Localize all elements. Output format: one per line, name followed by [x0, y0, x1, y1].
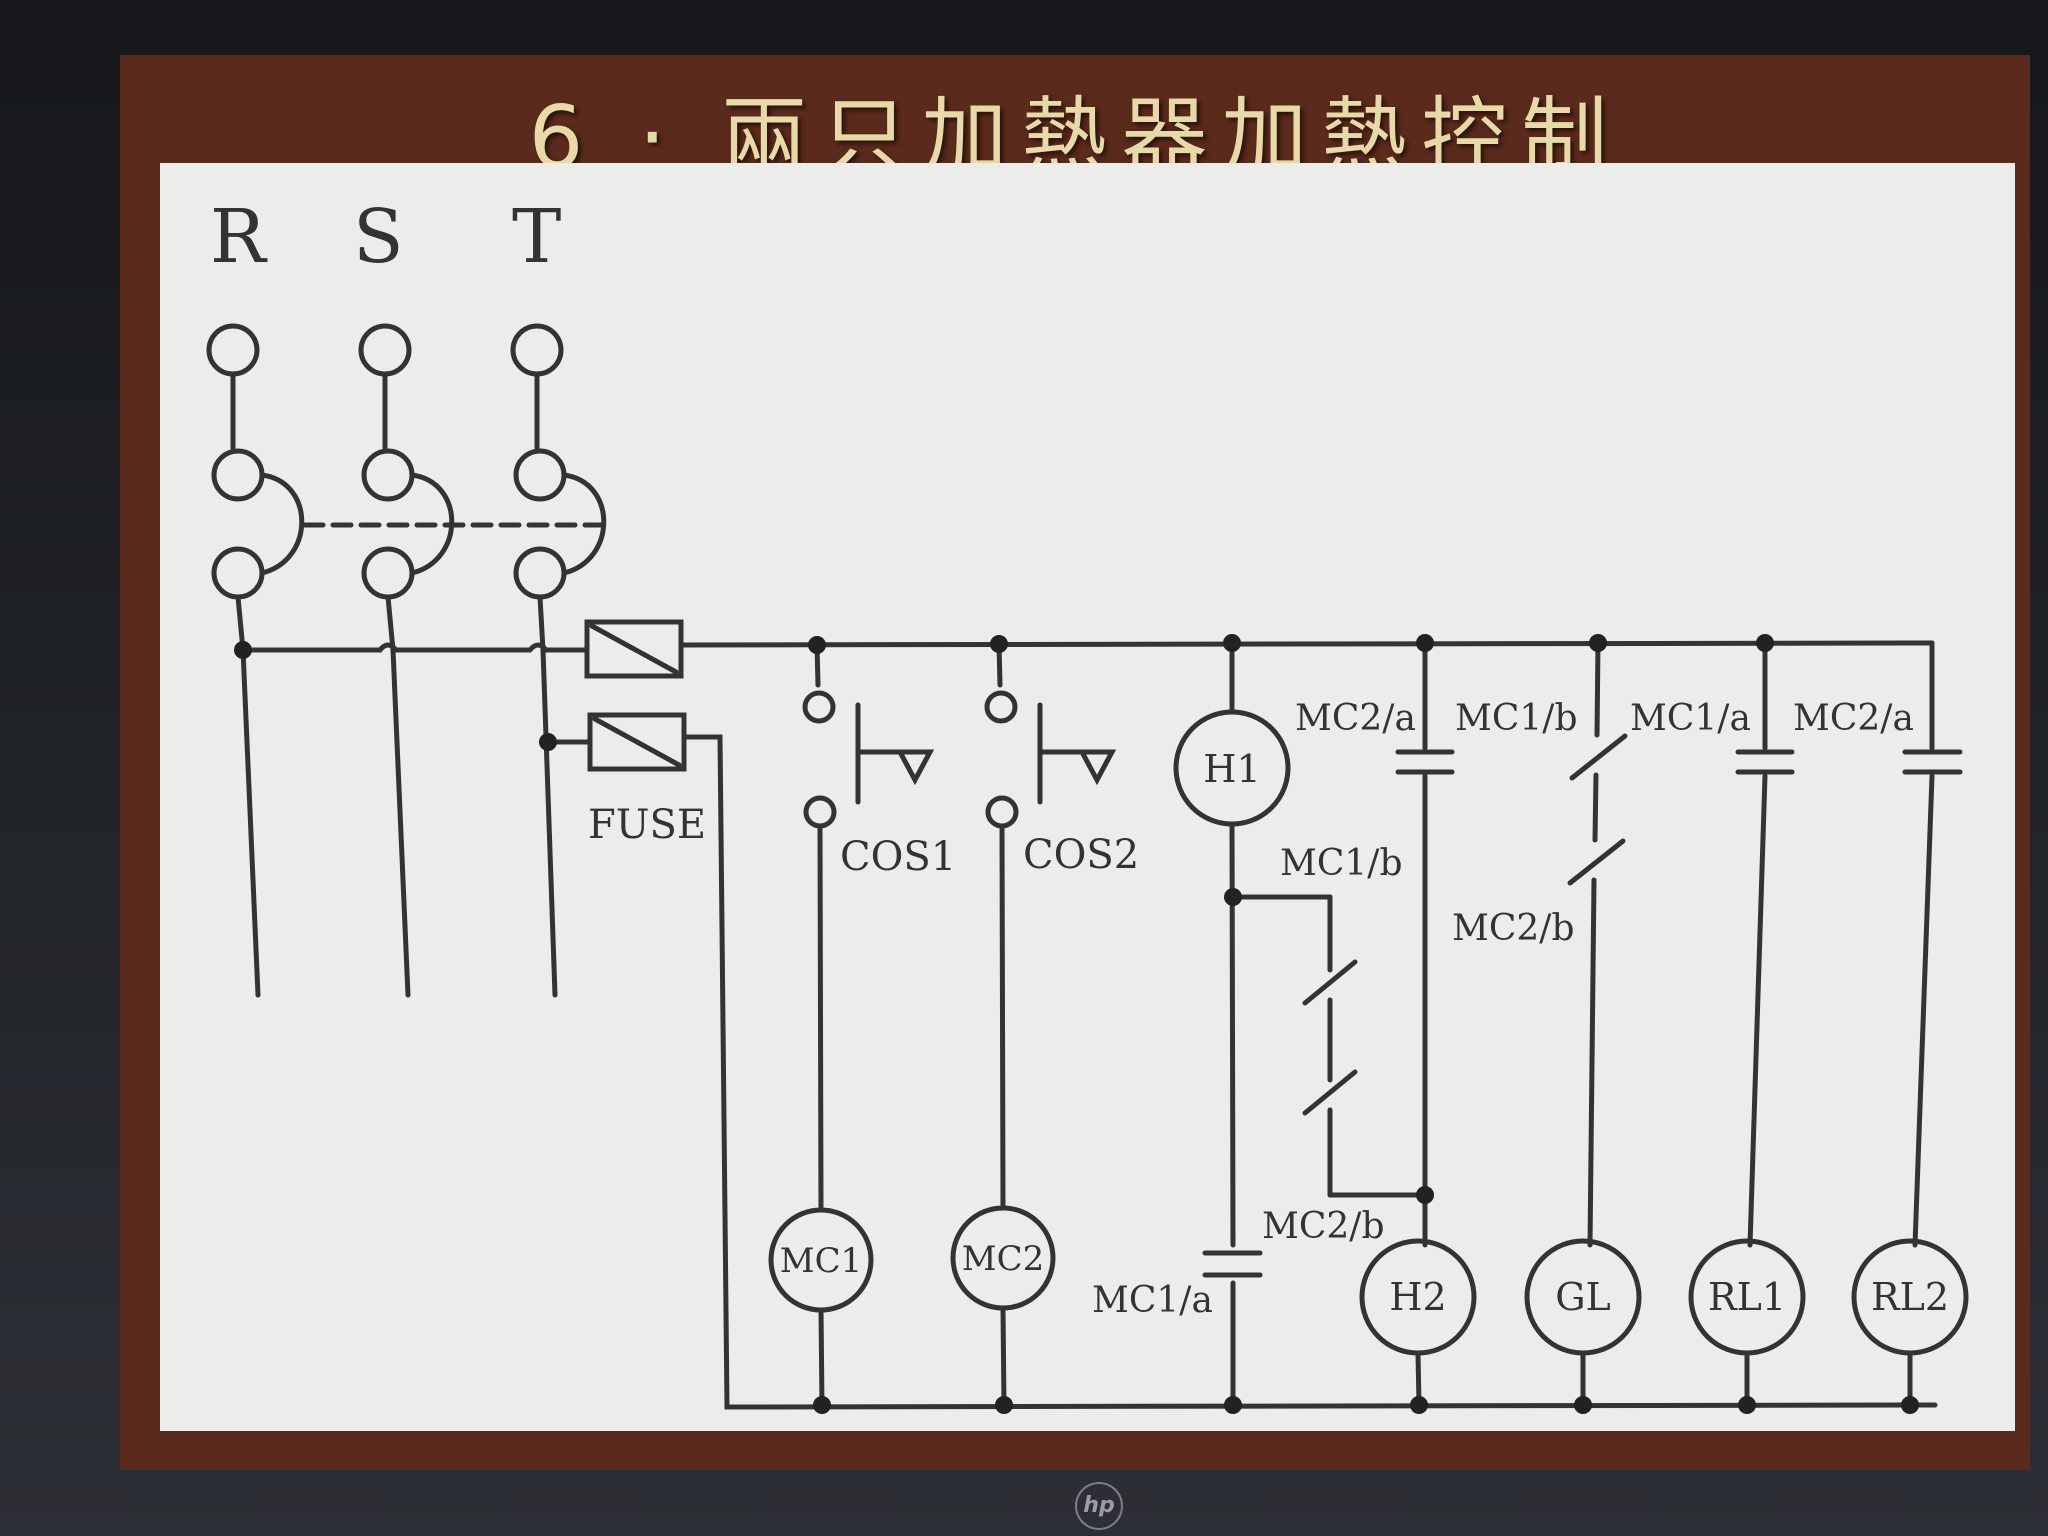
- breaker-link: [259, 472, 613, 576]
- phase-label-s: S: [353, 194, 404, 280]
- circuit-diagram: R S T FUSE COS1 COS2 MC1 MC2 H1 H2 GL RL…: [206, 194, 1969, 1414]
- phase-s-terminal: [358, 323, 415, 998]
- load-h2-label: H2: [1389, 1275, 1446, 1319]
- fuse-label: FUSE: [588, 802, 706, 848]
- contact-h2-side-2-label: MC2/b: [1262, 1206, 1384, 1247]
- phase-label-r: R: [210, 194, 268, 280]
- coil-mc1-label: MC1: [780, 1241, 862, 1281]
- top-bus: [240, 642, 590, 653]
- load-rl2-label: RL2: [1871, 1275, 1949, 1319]
- contact-h2-side-1-label: MC1/b: [1280, 843, 1402, 884]
- junction-dots: [234, 634, 1919, 1414]
- load-gl-label: GL: [1555, 1275, 1611, 1319]
- hp-logo-icon: hp: [1075, 1482, 1123, 1530]
- contact-rl2-label: MC2/a: [1793, 698, 1914, 739]
- contact-gl-2-label: MC2/b: [1452, 908, 1574, 949]
- contact-h1-bottom-label: MC1/a: [1092, 1280, 1213, 1321]
- coil-mc2-label: MC2: [962, 1239, 1044, 1279]
- gl-branch: [1524, 640, 1642, 1408]
- load-rl1-label: RL1: [1708, 1275, 1786, 1319]
- contact-h2-top-label: MC2/a: [1295, 698, 1416, 739]
- load-h1-label: H1: [1203, 747, 1260, 791]
- fuse-1: [584, 619, 684, 679]
- contact-gl-1-label: MC1/b: [1455, 698, 1577, 739]
- cos1-branch: [768, 642, 935, 1409]
- cos1-label: COS1: [840, 834, 956, 880]
- cos2-label: COS2: [1023, 832, 1139, 878]
- rl2-branch: [1851, 737, 1969, 1408]
- phase-label-t: T: [512, 194, 561, 280]
- cos2-branch: [950, 641, 1117, 1409]
- neutral-return: [681, 734, 1938, 1410]
- diagram-panel: R S T FUSE COS1 COS2 MC1 MC2 H1 H2 GL RL…: [160, 163, 2015, 1431]
- phase-t-terminal: [510, 323, 567, 998]
- contact-rl1-label: MC1/a: [1630, 698, 1751, 739]
- phase-r-terminal: [206, 323, 265, 998]
